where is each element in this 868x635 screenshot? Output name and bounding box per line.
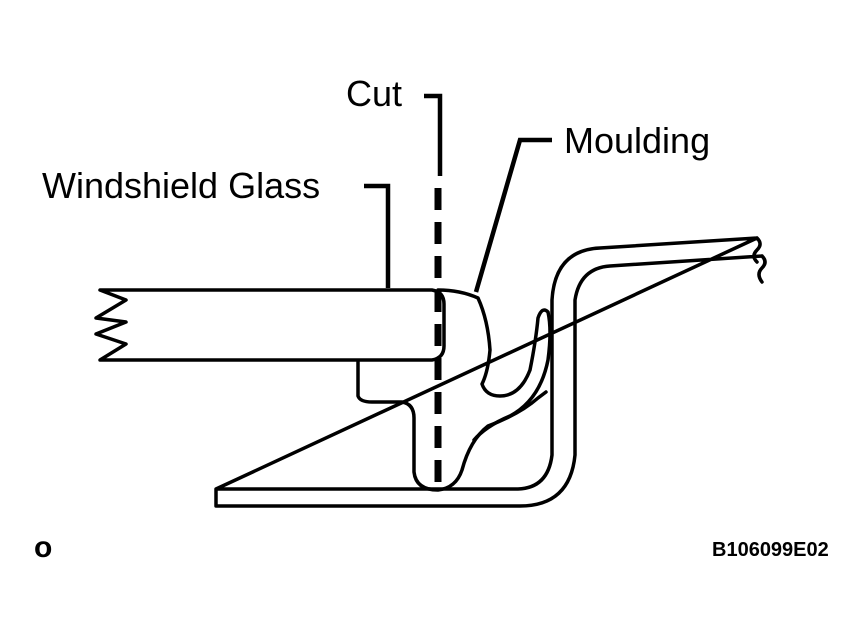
reference-code: B106099E02	[712, 539, 829, 561]
windshield-glass	[94, 288, 446, 362]
cut-label: Cut	[346, 73, 402, 114]
moulding-profile	[436, 288, 552, 442]
moulding-label: Moulding	[564, 120, 710, 161]
glass-leader	[364, 183, 391, 288]
corner-mark: o	[34, 531, 52, 564]
windshield-glass-label: Windshield Glass	[42, 165, 320, 206]
moulding-leader	[473, 137, 552, 293]
cut-leader	[424, 93, 443, 176]
body-flange	[214, 236, 767, 508]
